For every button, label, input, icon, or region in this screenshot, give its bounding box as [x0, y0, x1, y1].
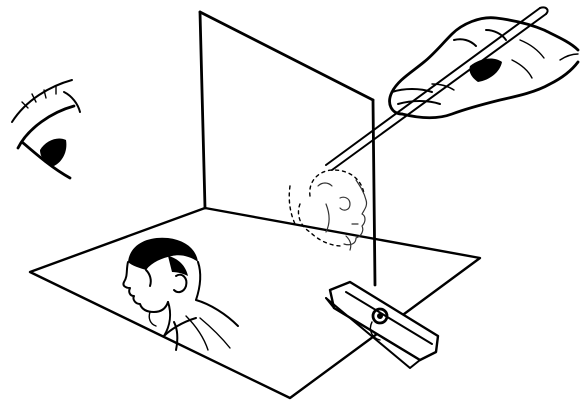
eye-icon [12, 80, 80, 178]
base-sheet [30, 208, 480, 398]
hand-with-pencil [326, 7, 578, 170]
glass-right-edge [373, 100, 375, 285]
